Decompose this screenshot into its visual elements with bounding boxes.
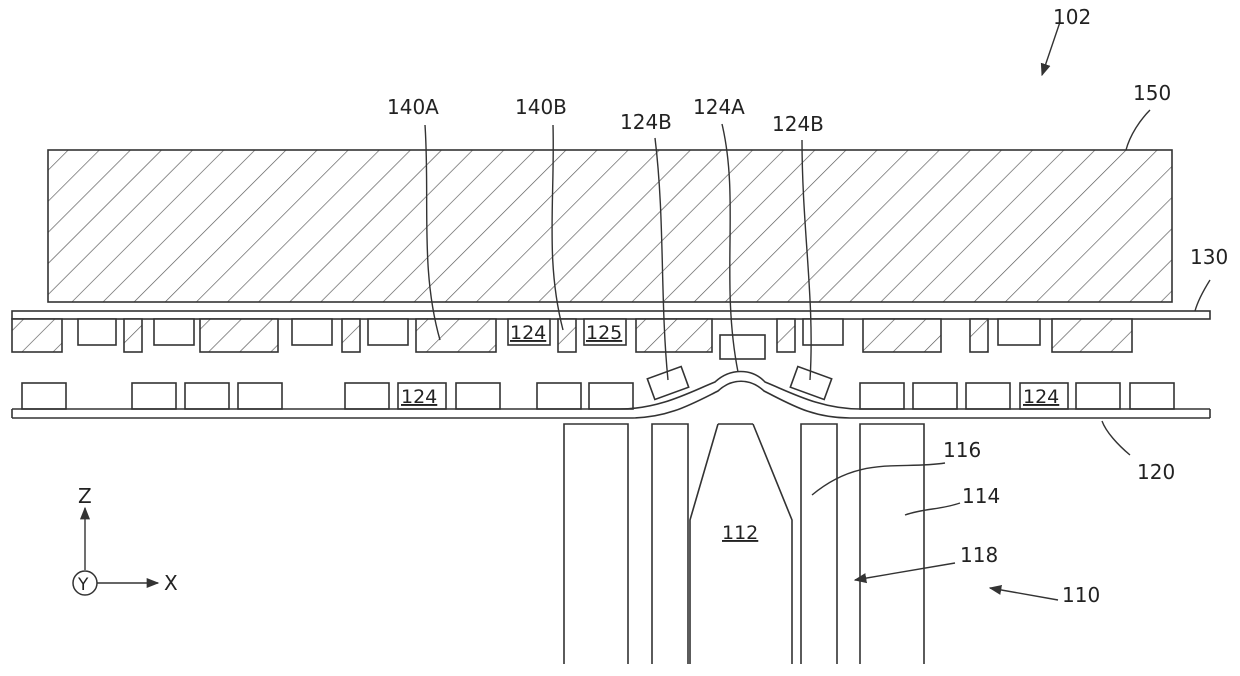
label-150: 150	[1133, 81, 1171, 105]
label-125: 125	[586, 322, 622, 344]
label-124-bottom-left: 124	[401, 386, 437, 408]
label-140b: 140B	[515, 95, 567, 119]
label-114: 114	[962, 484, 1000, 508]
label-110: 110	[1062, 583, 1100, 607]
pad-124b-left	[647, 367, 688, 400]
label-124-bottom-right: 124	[1023, 386, 1059, 408]
label-102: 102	[1053, 5, 1091, 29]
upper-pad-row	[12, 319, 1132, 359]
label-130: 130	[1190, 245, 1228, 269]
label-140a: 140A	[387, 95, 439, 119]
label-axis-y: Y	[77, 575, 89, 595]
label-124b-left: 124B	[620, 110, 672, 134]
plate-150	[48, 150, 1172, 302]
label-124-top: 124	[510, 322, 546, 344]
lower-pad-row	[22, 383, 1174, 409]
label-axis-z: Z	[78, 484, 92, 508]
label-120: 120	[1137, 460, 1175, 484]
label-112: 112	[722, 522, 758, 544]
label-116: 116	[943, 438, 981, 462]
layer-130	[12, 311, 1210, 319]
label-124b-right: 124B	[772, 112, 824, 136]
structure-110	[564, 424, 924, 664]
label-124a: 124A	[693, 95, 745, 119]
label-118: 118	[960, 543, 998, 567]
label-axis-x: X	[164, 571, 178, 595]
